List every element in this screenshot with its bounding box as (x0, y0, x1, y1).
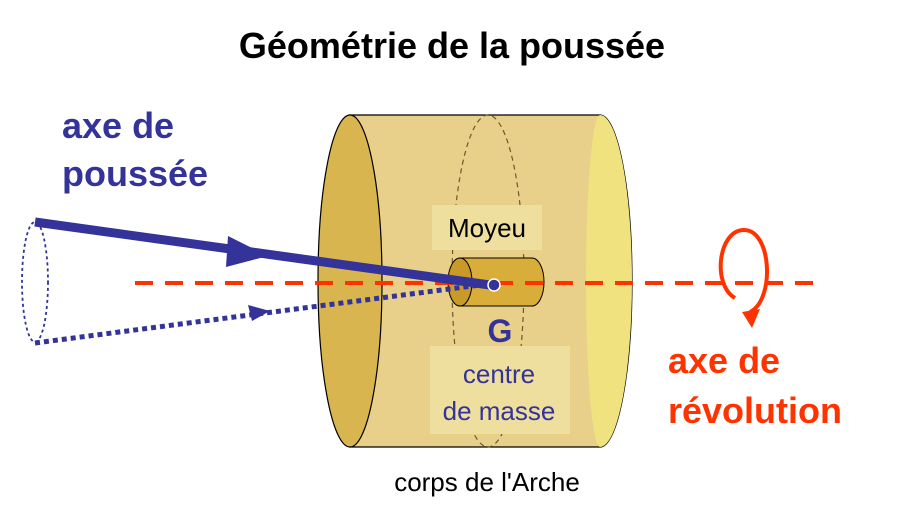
revolution-axis-label-line2: révolution (668, 390, 842, 431)
thrust-axis-label-line2: poussée (62, 153, 208, 194)
thrust-axis-label-line1: axe de (62, 105, 174, 146)
rotation-arrow-icon (718, 227, 769, 328)
center-of-mass-symbol: G (488, 313, 513, 349)
cylinder-right-cap (586, 115, 632, 447)
ark-body-label: corps de l'Arche (394, 467, 580, 497)
hub-label: Moyeu (448, 213, 526, 243)
center-of-mass-point (487, 278, 501, 292)
revolution-axis-label-line1: axe de (668, 340, 780, 381)
center-of-mass-label-line2: de masse (443, 396, 556, 426)
figure-title: Géométrie de la poussée (239, 25, 665, 66)
precession-arrowhead-icon (248, 305, 270, 321)
precession-cone-base (21, 221, 49, 343)
thrust-arrowhead-icon (226, 236, 268, 267)
hub-label-box (432, 205, 542, 250)
center-of-mass-label-line1: centre (463, 359, 535, 389)
precession-axis-dotted-line (34, 282, 481, 346)
center-label-box (430, 346, 570, 434)
